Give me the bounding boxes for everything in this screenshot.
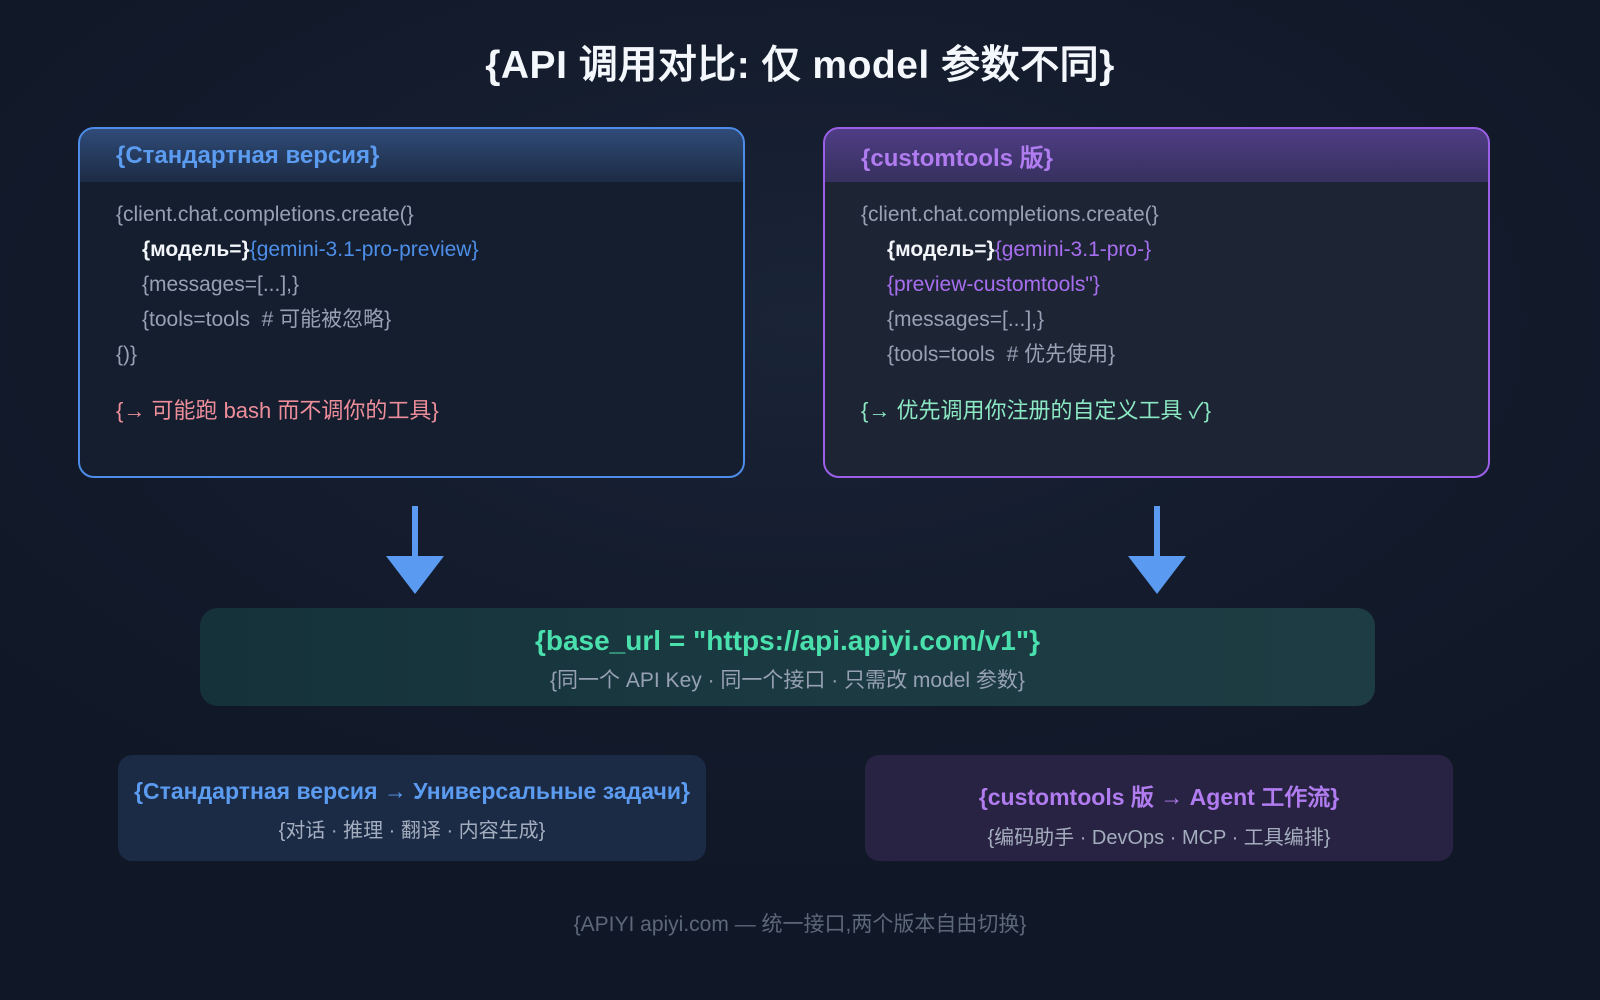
arrow-stem	[1154, 506, 1160, 556]
code-line-create: {client.chat.completions.create(}	[861, 203, 1159, 226]
standard-warning-note: {→ 可能跑 bash 而不调你的工具}	[116, 398, 439, 423]
customtools-usecase-title: {customtools 版 → Agent 工作流}	[978, 784, 1340, 810]
customtools-version-panel: {customtools 版} {client.chat.completions…	[823, 127, 1490, 478]
standard-code-block: {client.chat.completions.create(} {модел…	[80, 182, 743, 372]
customtools-code-block: {client.chat.completions.create(} {модел…	[825, 182, 1488, 372]
model-param-value: {gemini-3.1-pro-preview}	[249, 238, 479, 261]
standard-usecase-card: {Стандартная версия → Универсальные зада…	[118, 755, 706, 861]
customtools-panel-header: {customtools 版}	[825, 129, 1488, 182]
customtools-usecase-card: {customtools 版 → Agent 工作流} {编码助手 · DevO…	[865, 755, 1453, 861]
code-line-model: {модель=}{gemini-3.1-pro-preview}	[116, 232, 707, 267]
standard-version-panel: {Стандартная версия} {client.chat.comple…	[78, 127, 745, 478]
code-line-messages: {messages=[...],}	[142, 273, 300, 296]
model-param-value: {gemini-3.1-pro-}	[994, 238, 1152, 261]
standard-usecase-title: {Стандартная версия → Универсальные зада…	[134, 778, 690, 804]
base-url-box: {base_url = "https://api.apiyi.com/v1"} …	[200, 608, 1375, 706]
model-param-value-wrap: {preview-customtools"}	[887, 273, 1100, 296]
arrow-stem	[412, 506, 418, 556]
standard-usecase-subtitle: {对话 · 推理 · 翻译 · 内容生成}	[278, 820, 546, 842]
customtools-usecase-subtitle: {编码助手 · DevOps · MCP · 工具编排}	[987, 827, 1331, 849]
code-line-messages: {messages=[...],}	[887, 308, 1045, 331]
footer-text: {APIYI apiyi.com — 统一接口,两个版本自由切换}	[573, 913, 1027, 936]
customtools-success-note: {→ 优先调用你注册的自定义工具 ✓}	[861, 398, 1211, 423]
code-line-model-continued: {preview-customtools"}	[861, 267, 1452, 302]
page-title: {API 调用对比: 仅 model 参数不同}	[485, 44, 1115, 87]
arrow-head	[1128, 556, 1186, 594]
arrow-head	[386, 556, 444, 594]
model-param-key: {модель=}	[142, 238, 250, 261]
down-arrow-icon	[1128, 506, 1186, 594]
down-arrow-icon	[386, 506, 444, 594]
code-line-tools: {tools=tools # 可能被忽略}	[142, 308, 392, 331]
model-param-key: {модель=}	[887, 238, 995, 261]
code-line-create: {client.chat.completions.create(}	[116, 203, 414, 226]
code-line-model: {модель=}{gemini-3.1-pro-}	[861, 232, 1452, 267]
code-line-close: {)}	[116, 343, 138, 366]
code-line-tools: {tools=tools # 优先使用}	[887, 343, 1116, 366]
base-url-subtitle: {同一个 API Key · 同一个接口 · 只需改 model 参数}	[550, 669, 1025, 692]
standard-panel-header: {Стандартная версия}	[80, 129, 743, 182]
base-url-value: {base_url = "https://api.apiyi.com/v1"}	[534, 625, 1041, 656]
